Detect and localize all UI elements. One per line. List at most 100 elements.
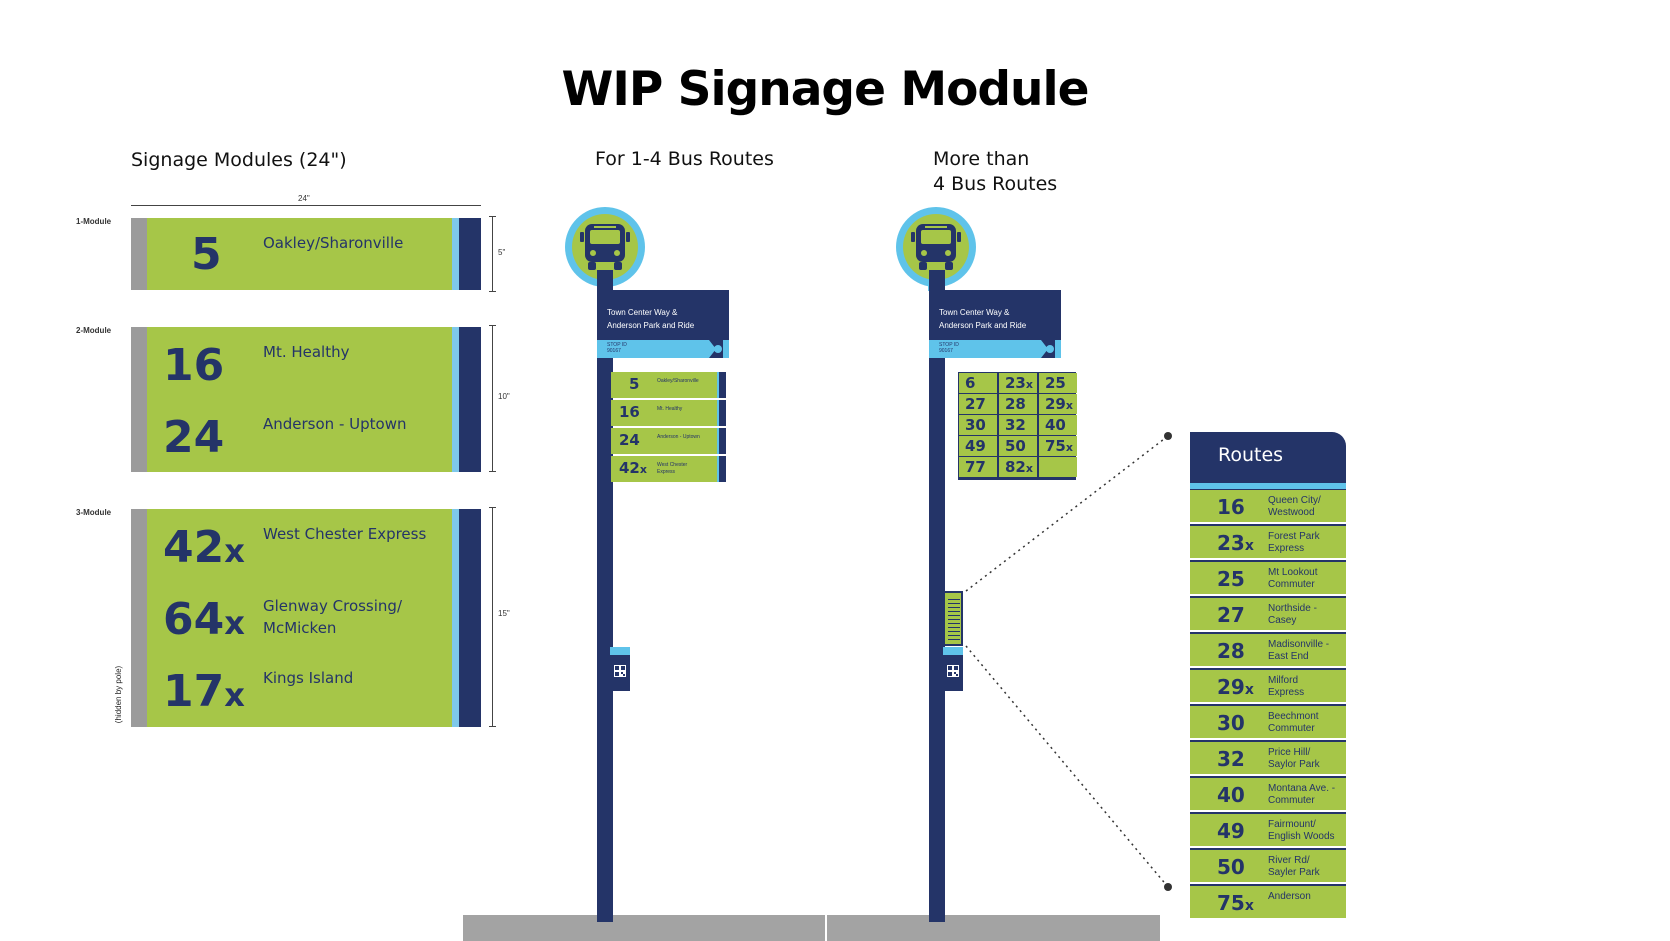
route-number: 27 [1217, 603, 1245, 627]
route-number: 49 [1217, 819, 1245, 843]
stop-sign-left: Town Center Way &Anderson Park and Ride … [597, 290, 729, 480]
route-name: Queen City/Westwood [1268, 495, 1321, 518]
routes-card-row: 75x Anderson [1190, 886, 1346, 920]
route-number: 5 [191, 229, 222, 280]
routes-card-row: 28 Madisonville -East End [1190, 634, 1346, 668]
route-number: 24 [619, 431, 640, 449]
ground-slab-right [827, 915, 1160, 941]
route-number: 25 [1217, 567, 1245, 591]
route-number: 17x [163, 666, 245, 717]
mini-route-module [943, 591, 963, 646]
row-edge-band [717, 400, 726, 426]
bus-icon [580, 224, 630, 270]
many-routes-heading-line2: 4 Bus Routes [933, 173, 1058, 195]
route-name: Mt. Healthy [657, 406, 683, 412]
route-name: Oakley/Sharonville [263, 234, 404, 252]
grid-empty-cell [1039, 457, 1077, 477]
route-name: Anderson [1268, 891, 1311, 902]
module-2-height-label: 10" [498, 392, 510, 401]
edge-band [459, 509, 481, 727]
info-panel-stripe [943, 647, 963, 655]
ground-slab-left [463, 915, 825, 941]
route-number: 5 [629, 375, 640, 393]
module-1-height-label: 5" [498, 248, 506, 257]
route-name: Anderson - Uptown [657, 434, 700, 440]
route-name: River Rd/Sayler Park [1268, 855, 1320, 878]
route-number: 40 [1217, 783, 1245, 807]
module-1-panel: 5 Oakley/Sharonville [131, 218, 481, 290]
grid-route-cell: 50 [999, 436, 1037, 456]
route-row: 5 Oakley/Sharonville [611, 372, 726, 398]
grid-route-cell: 75x [1039, 436, 1077, 456]
route-number: 16 [163, 340, 225, 391]
pole-mount-strip [131, 218, 147, 290]
route-name: Madisonville -East End [1268, 639, 1330, 662]
row-edge-band [717, 372, 726, 398]
accent-stripe [452, 509, 459, 727]
module-1-height-dimension [489, 216, 496, 292]
info-panel [943, 647, 963, 691]
module-3-height-label: 15" [498, 609, 510, 618]
page-title: WIP Signage Module [561, 62, 1090, 117]
grid-route-cell: 29x [1039, 394, 1077, 414]
module-2-height-dimension [489, 325, 496, 472]
routes-card-row: 27 Northside -Casey [1190, 598, 1346, 632]
decor-swoosh-icon [709, 340, 723, 358]
grid-route-cell: 82x [999, 457, 1037, 477]
route-number: 24 [163, 412, 225, 463]
row-edge-band [717, 428, 726, 454]
route-number: 16 [619, 403, 640, 421]
accent-stripe [452, 218, 459, 290]
sign-header: Town Center Way &Anderson Park and Ride [597, 290, 729, 340]
route-number: 42x [619, 459, 647, 477]
routes-card-heading: Routes [1218, 444, 1284, 466]
stop-sign-right: Town Center Way &Anderson Park and Ride … [929, 290, 1061, 360]
accent-stripe [452, 327, 459, 472]
route-number: 28 [1217, 639, 1245, 663]
info-panel-stripe [610, 647, 630, 655]
route-row: 16 Mt. Healthy [611, 400, 726, 426]
route-number: 75x [1217, 891, 1254, 915]
few-routes-heading: For 1-4 Bus Routes [595, 148, 774, 170]
module-3-height-dimension [489, 507, 496, 727]
pole-right [929, 270, 945, 922]
route-row: 16 Mt. Healthy [147, 327, 447, 399]
grid-route-cell: 27 [959, 394, 997, 414]
route-number: 32 [1217, 747, 1245, 771]
sign-header: Town Center Way &Anderson Park and Ride [929, 290, 1061, 340]
decor-swoosh-icon [1041, 340, 1055, 358]
edge-band [459, 327, 481, 472]
pole-mount-strip [131, 509, 147, 727]
route-number: 50 [1217, 855, 1245, 879]
route-row: 42x West Chester Express [147, 509, 447, 581]
stop-name: Town Center Way &Anderson Park and Ride [939, 308, 1027, 330]
route-name: Glenway Crossing/McMicken [263, 597, 402, 637]
route-number: 29x [1217, 675, 1254, 699]
route-row: 17x Kings Island [147, 653, 447, 725]
grid-route-cell: 23x [999, 373, 1037, 393]
grid-route-cell: 25 [1039, 373, 1077, 393]
routes-card-row: 50 River Rd/Sayler Park [1190, 850, 1346, 884]
route-name: Northside -Casey [1268, 603, 1317, 626]
module-2-panel: 16 Mt. Healthy 24 Anderson - Uptown [131, 327, 481, 472]
route-row: 5 Oakley/Sharonville [147, 218, 447, 290]
route-name: Anderson - Uptown [263, 415, 407, 433]
route-number: 30 [1217, 711, 1245, 735]
edge-band [459, 218, 481, 290]
pole-left [597, 270, 613, 922]
pole-mount-strip [131, 327, 147, 472]
width-dimension-line [131, 205, 481, 206]
qr-code-icon [614, 665, 626, 677]
module-2-label: 2-Module [76, 326, 112, 335]
